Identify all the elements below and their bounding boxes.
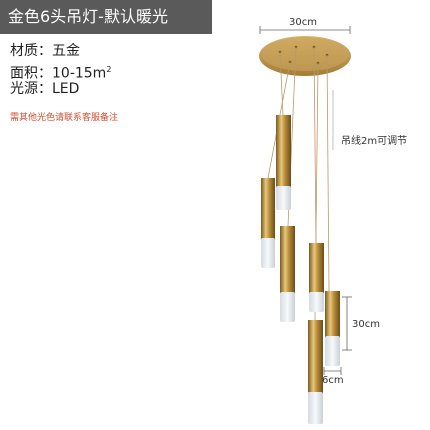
spec-light-source: 光源：LED (10, 81, 80, 97)
color-note: 需其他光色请联系客服备注 (10, 113, 119, 123)
spec-area: 面积：10-15m2 (10, 61, 111, 83)
spec-area-text: 面积：10-15m (10, 65, 107, 82)
spec-material: 材质：五金 (10, 43, 80, 59)
spec-area-sup: 2 (106, 65, 112, 74)
pendant-3 (280, 226, 295, 322)
canopy-width-label: 30cm (289, 17, 317, 28)
pendant-2 (261, 178, 275, 268)
tube-width-label: 6cm (322, 375, 344, 386)
pendant-6 (308, 320, 323, 424)
height-span-label: 30cm (352, 319, 380, 330)
tube-width-dimension-line (323, 367, 342, 375)
pendant-1 (276, 115, 291, 210)
cable-length-label: 吊线2m可调节 (341, 136, 408, 147)
ceiling-canopy (259, 36, 351, 76)
product-title: 金色6头吊灯-默认暖光 (0, 0, 212, 34)
canopy-dimension-line (259, 26, 351, 34)
pendant-4 (309, 243, 324, 312)
height-dimension-line (342, 296, 352, 351)
pendant-5 (325, 291, 340, 366)
